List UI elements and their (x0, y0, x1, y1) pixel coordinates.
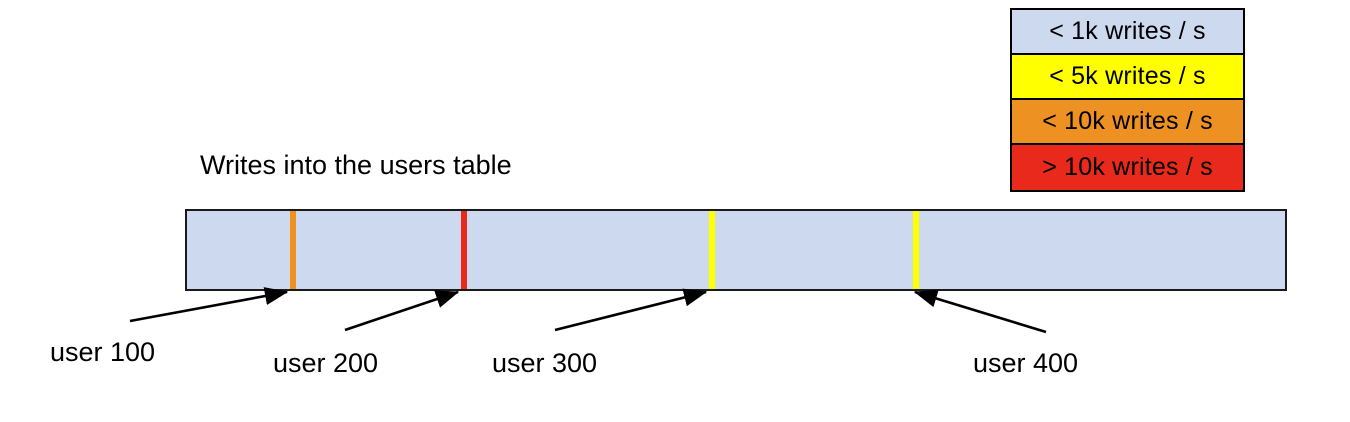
legend-row-under-5k: < 5k writes / s (1012, 55, 1243, 100)
legend-row-under-10k: < 10k writes / s (1012, 100, 1243, 145)
diagram-title: Writes into the users table (200, 150, 512, 180)
marker-user-200 (461, 211, 467, 289)
legend-label-under-5k: < 5k writes / s (1049, 62, 1206, 90)
callout-label-user-400: user 400 (973, 348, 1079, 378)
legend-label-under-1k: < 1k writes / s (1049, 17, 1206, 45)
callout-label-user-200: user 200 (273, 348, 379, 378)
legend-row-over-10k: > 10k writes / s (1012, 145, 1243, 190)
marker-user-300 (709, 211, 715, 289)
legend: < 1k writes / s < 5k writes / s < 10k wr… (1010, 8, 1245, 192)
legend-label-under-10k: < 10k writes / s (1042, 107, 1213, 135)
arrow-user-300 (554, 288, 708, 332)
users-table-bar (185, 209, 1287, 291)
callout-label-user-300: user 300 (492, 348, 598, 378)
legend-label-over-10k: > 10k writes / s (1042, 153, 1213, 181)
marker-user-400 (913, 211, 919, 289)
arrow-user-400 (913, 289, 1047, 334)
arrow-user-100 (129, 287, 289, 323)
marker-user-100 (290, 211, 296, 289)
callout-label-user-100: user 100 (50, 337, 156, 367)
legend-row-under-1k: < 1k writes / s (1012, 10, 1243, 55)
arrow-user-200 (344, 290, 460, 332)
